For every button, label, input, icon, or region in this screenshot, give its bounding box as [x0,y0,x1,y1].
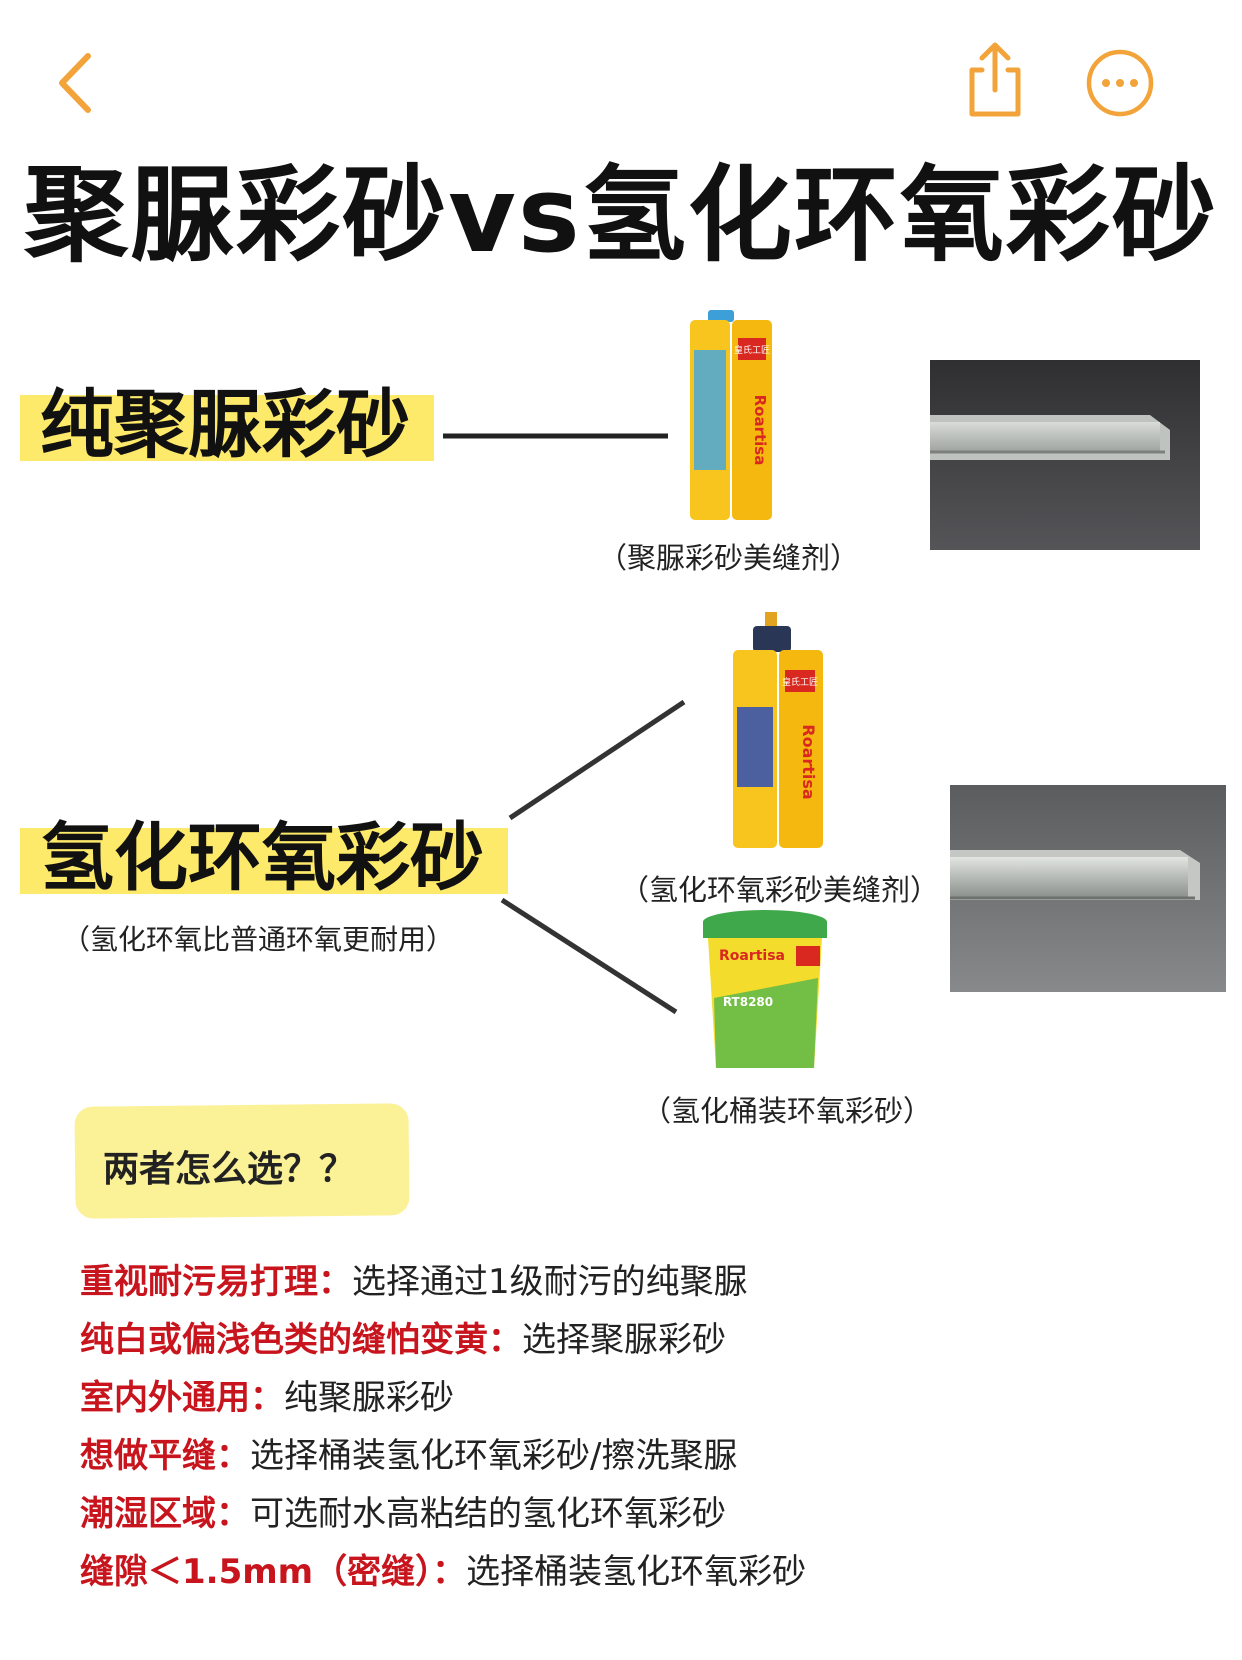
question-text: 两者怎么选？？ [103,1149,356,1190]
tip-value: 选择桶装氢化环氧彩砂/擦洗聚脲 [250,1436,738,1476]
tip-key: 潮湿区域： [80,1494,250,1534]
share-icon [969,42,1021,117]
polyurea-label: 纯聚脲彩砂 [20,385,434,465]
connector-epoxy-tube [508,699,686,821]
epoxy-label: 氢化环氧彩砂 [20,818,508,898]
polyurea-sample-photo [930,360,1200,550]
list-item: 潮湿区域：可选耐水高粘结的氢化环氧彩砂 [80,1485,1200,1543]
tip-key: 想做平缝： [80,1436,250,1476]
tip-value: 可选耐水高粘结的氢化环氧彩砂 [250,1494,726,1534]
page-title: 聚脲彩砂vs氢化环氧彩砂 [24,154,1218,276]
brand-cn-label: 皇氏工匠 [734,344,770,356]
tips-list: 重视耐污易打理：选择通过1级耐污的纯聚脲 纯白或偏浅色类的缝怕变黄：选择聚脲彩砂… [80,1253,1200,1601]
tip-key: 纯白或偏浅色类的缝怕变黄： [80,1320,522,1360]
epoxy-bucket-caption: （氢化桶装环氧彩砂） [642,1094,933,1128]
tip-value: 选择通过1级耐污的纯聚脲 [352,1262,748,1302]
polyurea-tube-image: 皇氏工匠 Roartisa [690,310,772,520]
tip-value: 选择聚脲彩砂 [522,1320,726,1360]
polyurea-product-caption: （聚脲彩砂美缝剂） [598,541,860,575]
tip-key: 重视耐污易打理： [80,1262,352,1302]
brand-label: Roartisa [751,395,769,466]
list-item: 重视耐污易打理：选择通过1级耐污的纯聚脲 [80,1253,1200,1311]
epoxy-tube-caption: （氢化环氧彩砂美缝剂） [620,873,940,907]
list-item: 室内外通用：纯聚脲彩砂 [80,1369,1200,1427]
epoxy-bucket-image: Roartisa RT8280 [703,910,827,1068]
brand-label: Roartisa [719,948,785,964]
connector-epoxy-bucket [500,897,678,1015]
list-item: 缝隙＜1.5mm（密缝）：选择桶装氢化环氧彩砂 [80,1543,1200,1601]
brand-label: Roartisa [799,724,818,799]
brand-cn-label: 皇氏工匠 [782,676,818,688]
epoxy-tube-image: 皇氏工匠 Roartisa [733,612,823,848]
list-item: 想做平缝：选择桶装氢化环氧彩砂/擦洗聚脲 [80,1427,1200,1485]
tip-value: 纯聚脲彩砂 [284,1378,454,1418]
chevron-left-icon [59,53,91,113]
epoxy-note: （氢化环氧比普通环氧更耐用） [62,923,455,956]
tip-value: 选择桶装氢化环氧彩砂 [466,1552,807,1592]
bucket-model-label: RT8280 [723,995,773,1009]
more-button[interactable] [1085,48,1155,118]
tip-key: 室内外通用： [80,1378,284,1418]
epoxy-sample-photo [950,785,1226,992]
more-dots-icon [1086,49,1154,117]
share-button[interactable] [960,40,1030,120]
back-button[interactable] [48,48,108,118]
list-item: 纯白或偏浅色类的缝怕变黄：选择聚脲彩砂 [80,1311,1200,1369]
tip-key: 缝隙＜1.5mm（密缝）： [80,1552,467,1592]
